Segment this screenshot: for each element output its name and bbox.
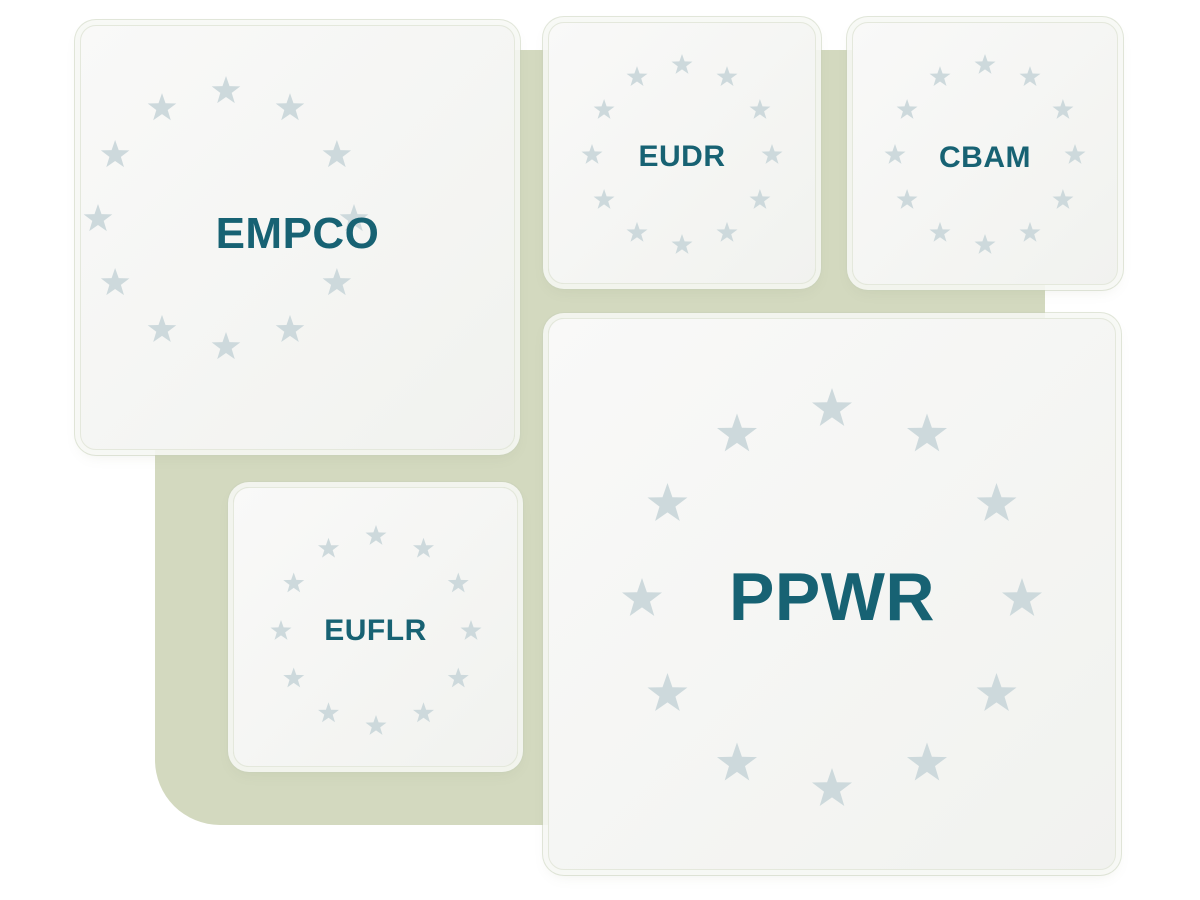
star-icon (671, 54, 693, 74)
star-icon (413, 702, 434, 723)
star-icon (275, 93, 305, 121)
star-icon (976, 483, 1017, 521)
star-icon (460, 620, 482, 640)
star-icon (749, 189, 771, 209)
star-icon (83, 204, 113, 232)
card-eudr[interactable]: EUDR (548, 22, 816, 284)
star-icon (365, 525, 387, 545)
eu-star-circle-icon (622, 388, 1042, 806)
eu-star-circle-icon (884, 54, 1086, 254)
star-icon (717, 742, 757, 781)
star-icon (322, 140, 352, 168)
star-icon (812, 768, 852, 806)
star-icon (1019, 66, 1041, 86)
star-icon (1002, 578, 1042, 616)
star-icon (270, 620, 292, 640)
star-icon (647, 483, 688, 521)
star-icon (929, 66, 951, 86)
card-euflr[interactable]: EUFLR (233, 487, 518, 767)
star-icon (275, 314, 305, 342)
card-ppwr[interactable]: PPWR (548, 318, 1116, 870)
star-icon (365, 715, 387, 735)
star-icon (717, 413, 757, 452)
star-icon (907, 742, 947, 781)
star-icon (283, 572, 305, 593)
star-icon (318, 537, 339, 558)
star-icon (976, 673, 1017, 711)
star-icon (1064, 144, 1086, 164)
eu-star-circle-icon (270, 525, 482, 735)
eu-star-circle-icon (83, 76, 369, 360)
star-icon (339, 204, 369, 232)
star-icon (447, 572, 469, 593)
star-icon (147, 314, 177, 342)
star-icon (749, 99, 771, 119)
star-icon (716, 221, 738, 242)
star-icon (884, 144, 906, 164)
star-icon (593, 189, 615, 209)
star-icon (100, 140, 130, 168)
star-icon (974, 234, 996, 254)
card-label-empco: EMPCO (215, 208, 380, 258)
star-icon (1052, 99, 1074, 119)
star-icon (647, 673, 688, 711)
star-icon (147, 93, 177, 121)
star-icon (283, 667, 305, 688)
star-icon (622, 578, 662, 616)
star-icon (447, 667, 469, 688)
card-label-eudr: EUDR (638, 140, 726, 173)
card-empco[interactable]: EMPCO (80, 25, 515, 450)
star-icon (671, 234, 693, 254)
card-label-ppwr: PPWR (729, 559, 935, 635)
eu-star-circle-icon (581, 54, 783, 254)
star-icon (211, 332, 241, 360)
star-icon (761, 144, 783, 164)
star-icon (626, 221, 648, 242)
card-cbam[interactable]: CBAM (852, 22, 1118, 285)
star-icon (593, 99, 615, 119)
star-icon (896, 189, 918, 209)
star-icon (974, 54, 996, 74)
star-icon (100, 268, 130, 296)
star-icon (413, 537, 434, 558)
star-icon (322, 268, 352, 296)
star-icon (896, 99, 918, 119)
star-icon (1052, 189, 1074, 209)
star-icon (812, 388, 852, 426)
star-icon (581, 144, 603, 164)
star-icon (318, 702, 339, 723)
card-label-euflr: EUFLR (324, 614, 427, 647)
star-icon (716, 66, 738, 86)
card-label-cbam: CBAM (939, 140, 1031, 174)
star-icon (929, 221, 951, 242)
star-icon (626, 66, 648, 86)
star-icon (1019, 221, 1041, 242)
star-icon (211, 76, 241, 104)
star-icon (907, 413, 947, 452)
